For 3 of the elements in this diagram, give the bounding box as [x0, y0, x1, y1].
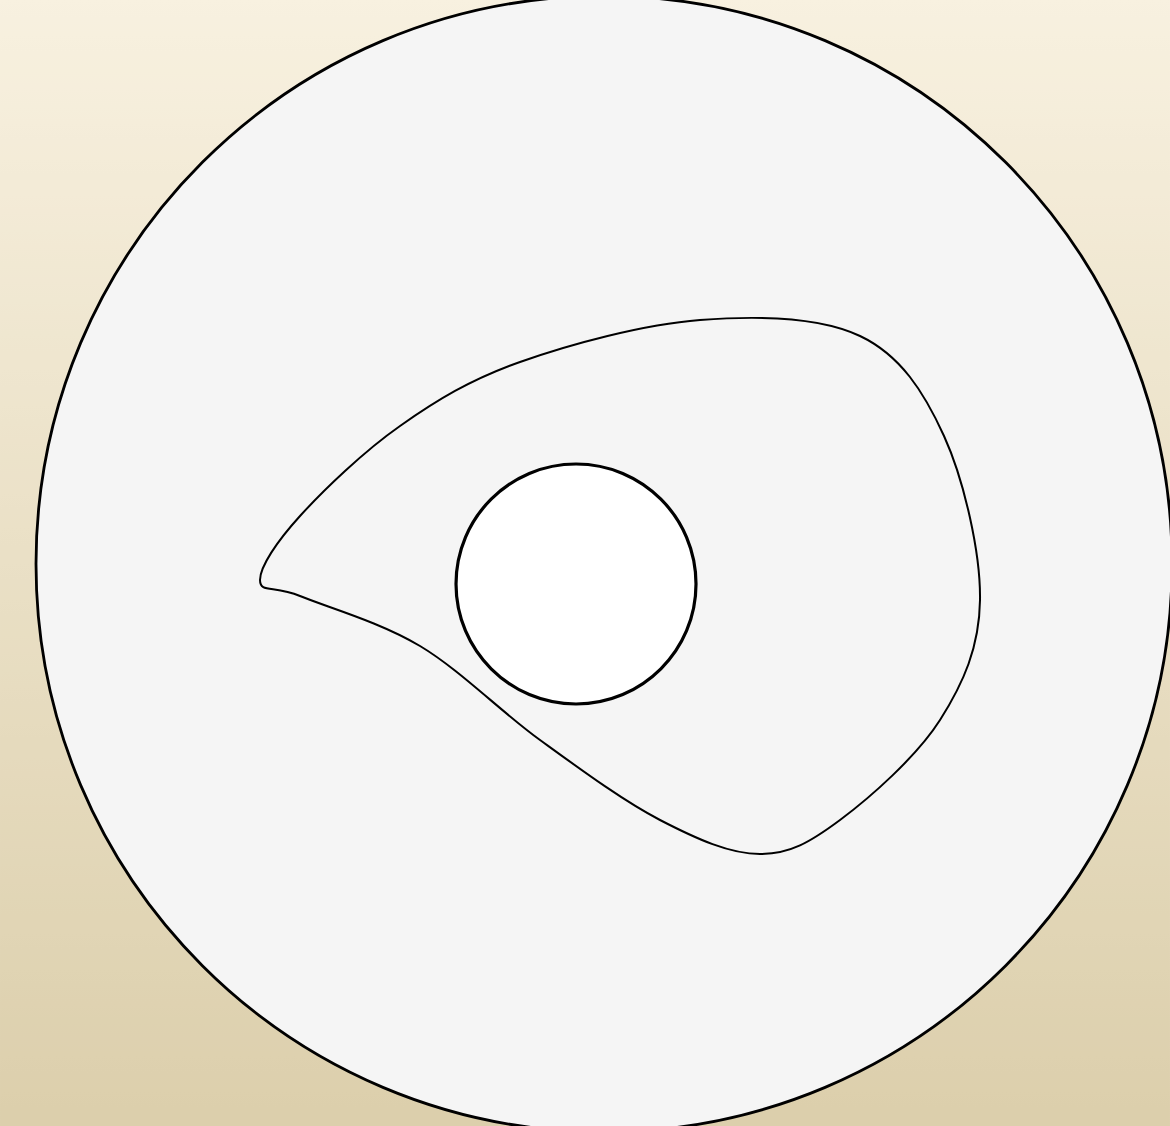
circle — [454, 462, 698, 706]
circle — [34, 0, 1170, 1126]
closed-curve — [259, 316, 981, 855]
